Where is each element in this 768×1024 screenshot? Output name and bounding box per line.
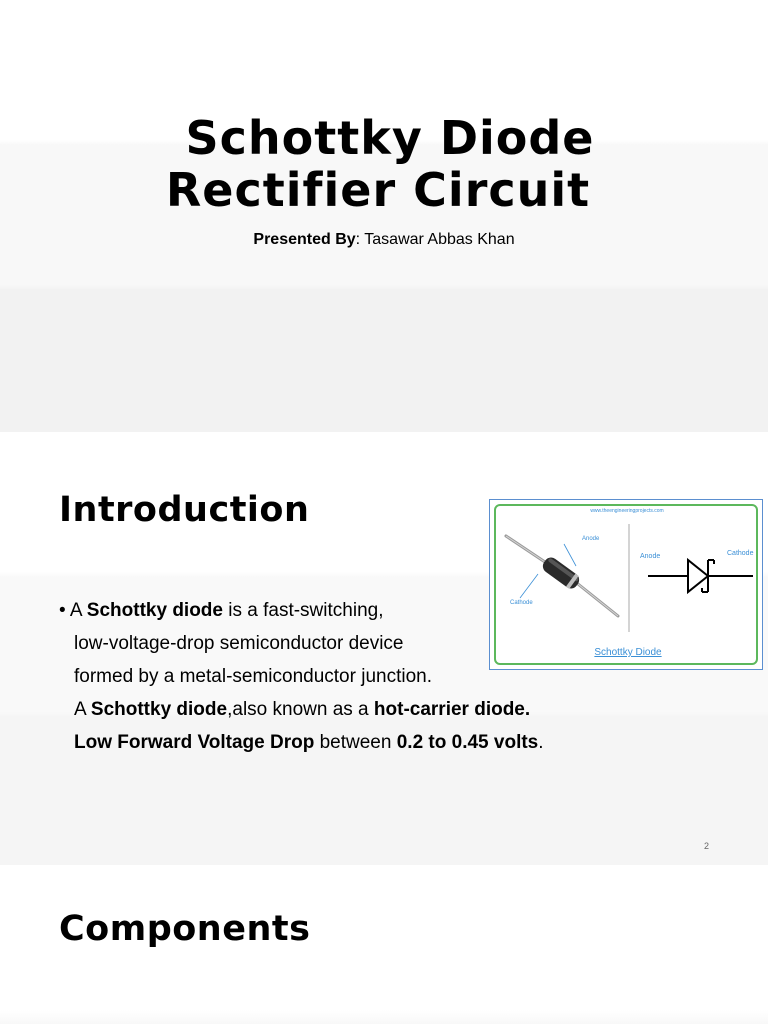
introduction-heading: Introduction (59, 490, 310, 530)
body-text-segment: . (538, 732, 544, 753)
cathode-pointer (519, 573, 539, 599)
figure-frame (494, 504, 758, 665)
body-line-3: formed by a metal-semiconductor junction… (74, 666, 432, 687)
body-line-5: Low Forward Voltage Drop between 0.2 to … (59, 726, 579, 759)
symbol-cathode-label: Cathode (727, 550, 754, 557)
symbol-anode-label: Anode (640, 553, 660, 560)
page-number: 2 (703, 841, 709, 851)
presenter-label: Presented By (253, 231, 356, 248)
body-text-segment: A (65, 600, 87, 621)
body-line-1: • A Schottky diode is a fast-switching, (59, 594, 579, 627)
presentation-title: Schottky Diode Rectifier Circuit (0, 112, 768, 216)
diode-photo (504, 534, 620, 618)
body-text-segment: A (74, 699, 91, 720)
photo-anode-label: Anode (582, 536, 600, 542)
schottky-diode-symbol (648, 557, 753, 595)
body-text-segment: ,also known as a (227, 699, 374, 720)
schottky-diode-figure: www.theengineeringprojects.com Anode Cat… (489, 499, 763, 670)
schottky-diode-illustration: www.theengineeringprojects.com Anode Cat… (504, 508, 754, 658)
presenter-name: Tasawar Abbas Khan (364, 231, 515, 248)
body-bold-term: 0.2 to 0.45 volts (396, 732, 539, 753)
figure-source: www.theengineeringprojects.com (590, 508, 663, 514)
body-text-segment: between (314, 732, 397, 753)
components-slide: Components (0, 865, 768, 1024)
figure-caption: Schottky Diode (594, 647, 662, 658)
body-bold-term: Schottky diode (90, 699, 228, 720)
anode-pointer (563, 543, 577, 567)
introduction-body: • A Schottky diode is a fast-switching, … (59, 594, 579, 759)
body-bold-term: Schottky diode (86, 600, 223, 621)
title-line-2: Rectifier Circuit (165, 163, 591, 217)
presenter-line: Presented By: Tasawar Abbas Khan (0, 229, 768, 251)
body-text-segment: is a fast-switching, (222, 600, 384, 621)
title-line-1: Schottky Diode (185, 111, 595, 165)
body-line-2: low-voltage-drop semiconductor device (74, 633, 404, 654)
components-heading: Components (59, 909, 311, 949)
bullet: • (59, 600, 66, 621)
body-bold-term: Low Forward Voltage Drop (74, 732, 315, 753)
presenter-separator: : (355, 231, 365, 248)
title-slide: Schottky Diode Rectifier Circuit Present… (0, 0, 768, 432)
body-bold-term: hot-carrier diode. (373, 699, 531, 720)
introduction-slide: Introduction • A Schottky diode is a fas… (0, 432, 768, 865)
photo-cathode-label: Cathode (510, 600, 533, 606)
body-line-4: A Schottky diode,also known as a hot-car… (59, 693, 579, 726)
